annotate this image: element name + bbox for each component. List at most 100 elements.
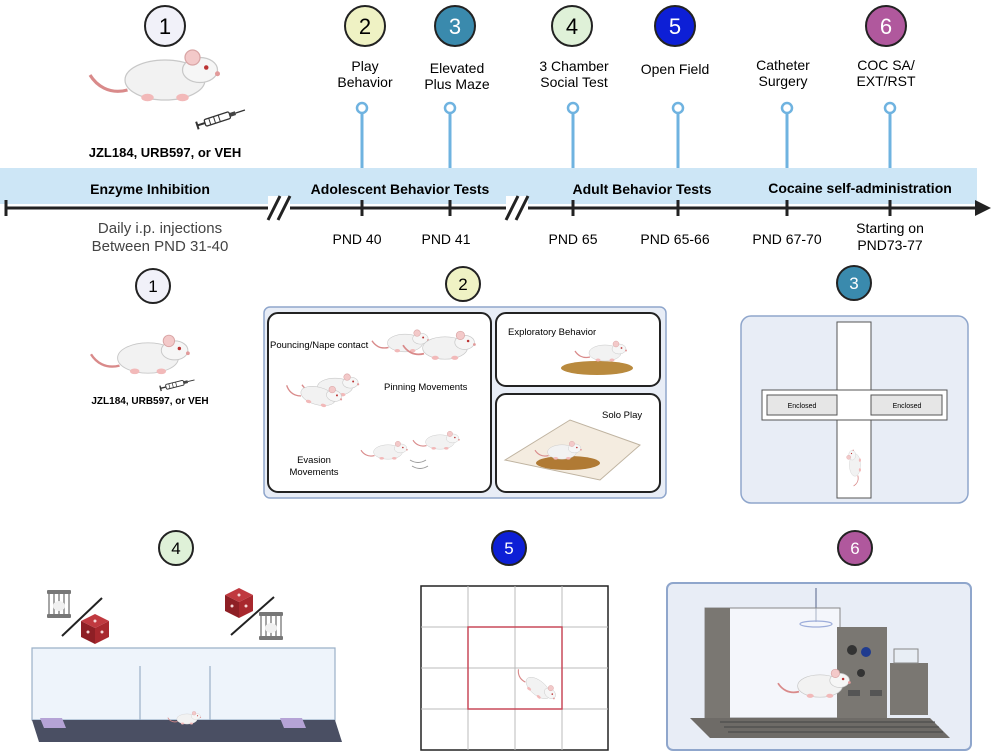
axis-break-2	[504, 195, 530, 221]
cue-light-icon	[847, 645, 857, 655]
pin-head	[883, 101, 897, 115]
panel-3-number: 3	[849, 274, 858, 293]
milestone-3-badge	[434, 5, 476, 47]
motion-lines	[409, 459, 429, 469]
cage-icon	[258, 611, 284, 641]
catheter-label-1: Catheter	[756, 57, 810, 73]
panel-1-number: 1	[148, 277, 157, 296]
milestone-1-number: 1	[159, 14, 171, 39]
center-zone	[467, 626, 563, 710]
pin-head	[355, 101, 369, 115]
rat-icon	[89, 334, 191, 376]
rat-icon	[88, 48, 222, 103]
panel-6-number: 6	[850, 539, 859, 558]
milestone-2-badge	[344, 5, 386, 47]
milestone-5-label: Open Field	[641, 61, 709, 77]
milestone-1-badge	[144, 5, 186, 47]
panel-2-number: 2	[458, 275, 467, 294]
pin-head	[443, 101, 457, 115]
pin-head	[671, 101, 685, 115]
panel-5-badge	[491, 530, 527, 566]
object-cube-icon	[225, 588, 253, 618]
panel-6-badge	[837, 530, 873, 566]
pin-head	[780, 101, 794, 115]
tick-pnd-40: PND 40	[332, 231, 381, 247]
panel-5-open-field: 5	[420, 530, 609, 751]
tick-pnd-65: PND 65	[548, 231, 597, 247]
phase-cocaine-sa: Cocaine self-administration	[768, 180, 952, 196]
milestone-4-label-2: Social Test	[540, 74, 608, 90]
milestone-5-badge	[654, 5, 696, 47]
panel-1-badge	[135, 268, 171, 304]
injection-label-1: Daily i.p. injections	[98, 220, 222, 237]
milestone-3-number: 3	[449, 14, 461, 39]
injection-label-2: Between PND 31-40	[92, 238, 229, 255]
chamber-wall-left	[705, 608, 730, 718]
slash-divider	[61, 597, 103, 637]
cage-icon	[46, 589, 72, 619]
milestone-4-label-1: 3 Chamber	[539, 58, 609, 74]
cue-light-icon	[857, 669, 865, 677]
panel-4-three-chamber: 4	[31, 530, 342, 742]
evasion-label-2: Movements	[289, 467, 338, 478]
timeline-arrowhead	[975, 200, 991, 216]
milestone-3-label-1: Elevated	[430, 60, 484, 76]
grid-floor	[720, 721, 943, 733]
catheter-label-2: Surgery	[758, 73, 807, 89]
phase-adolescent-tests: Adolescent Behavior Tests	[311, 181, 490, 197]
syringe-icon	[159, 376, 196, 392]
milestone-4-badge	[551, 5, 593, 47]
timeline-band	[0, 168, 977, 204]
enclosed-right-label: Enclosed	[893, 403, 922, 410]
axis-ticks	[360, 200, 892, 216]
phase-adult-tests: Adult Behavior Tests	[573, 181, 712, 197]
object-cube-icon	[81, 614, 109, 644]
syringe-icon	[195, 105, 248, 131]
chamber-box	[31, 647, 336, 721]
chamber-floor	[32, 720, 342, 742]
phase-enzyme-inhibition: Enzyme Inhibition	[90, 181, 210, 197]
panel-1-injection: 1 JZL184, URB597, or VEH	[89, 268, 209, 407]
milestone-1-drug: JZL184, URB597, or VEH	[89, 145, 241, 160]
chamber-floor	[690, 718, 950, 738]
tick-pnd-41: PND 41	[421, 231, 470, 247]
milestone-2-number: 2	[359, 14, 371, 39]
cage-base-right	[280, 718, 306, 728]
solo-play-label: Solo Play	[602, 410, 642, 421]
milestone-2-label-1: Play	[351, 58, 378, 74]
milestone-6-number: 6	[880, 14, 892, 39]
tick-pnd-67-70: PND 67-70	[752, 231, 821, 247]
pin-head	[566, 101, 580, 115]
slash-divider	[230, 596, 275, 636]
bedding-icon	[561, 361, 633, 375]
lever-icon	[848, 690, 860, 696]
evasion-label-1: Evasion	[297, 455, 331, 466]
lever-icon	[870, 690, 882, 696]
enclosed-arm-right	[870, 394, 943, 416]
cue-light-icon	[861, 647, 871, 657]
start-label-1: Starting on	[856, 220, 924, 236]
enclosed-arm-left	[766, 394, 838, 416]
milestone-2-label-2: Behavior	[337, 74, 393, 90]
tick-pnd-65-66: PND 65-66	[640, 231, 709, 247]
cage-base-left	[40, 718, 66, 728]
infusion-pump-icon	[893, 648, 919, 664]
exploratory-label: Exploratory Behavior	[508, 327, 596, 338]
panel-2-badge	[445, 266, 481, 302]
exploratory-box	[495, 312, 661, 387]
panel-3-plus-maze: 3 Enclosed Enclosed	[740, 265, 969, 504]
panel-6-self-administration: 6	[666, 530, 972, 751]
panel-1-drug: JZL184, URB597, or VEH	[91, 396, 208, 407]
axis-break-1	[266, 195, 292, 221]
enclosed-left-label: Enclosed	[788, 403, 817, 410]
pinning-label: Pinning Movements	[384, 382, 468, 393]
milestone-5-number: 5	[669, 14, 681, 39]
milestone-3-label-2: Plus Maze	[424, 76, 490, 92]
milestone-4-number: 4	[566, 14, 578, 39]
timeline-pins	[355, 101, 897, 175]
panel-4-badge	[158, 530, 194, 566]
pouncing-label: Pouncing/Nape contact	[270, 340, 369, 351]
panel-2-play-behavior: 2 Pouncing/Nape contact Pinning Movement…	[263, 266, 667, 499]
panel-4-number: 4	[171, 539, 180, 558]
